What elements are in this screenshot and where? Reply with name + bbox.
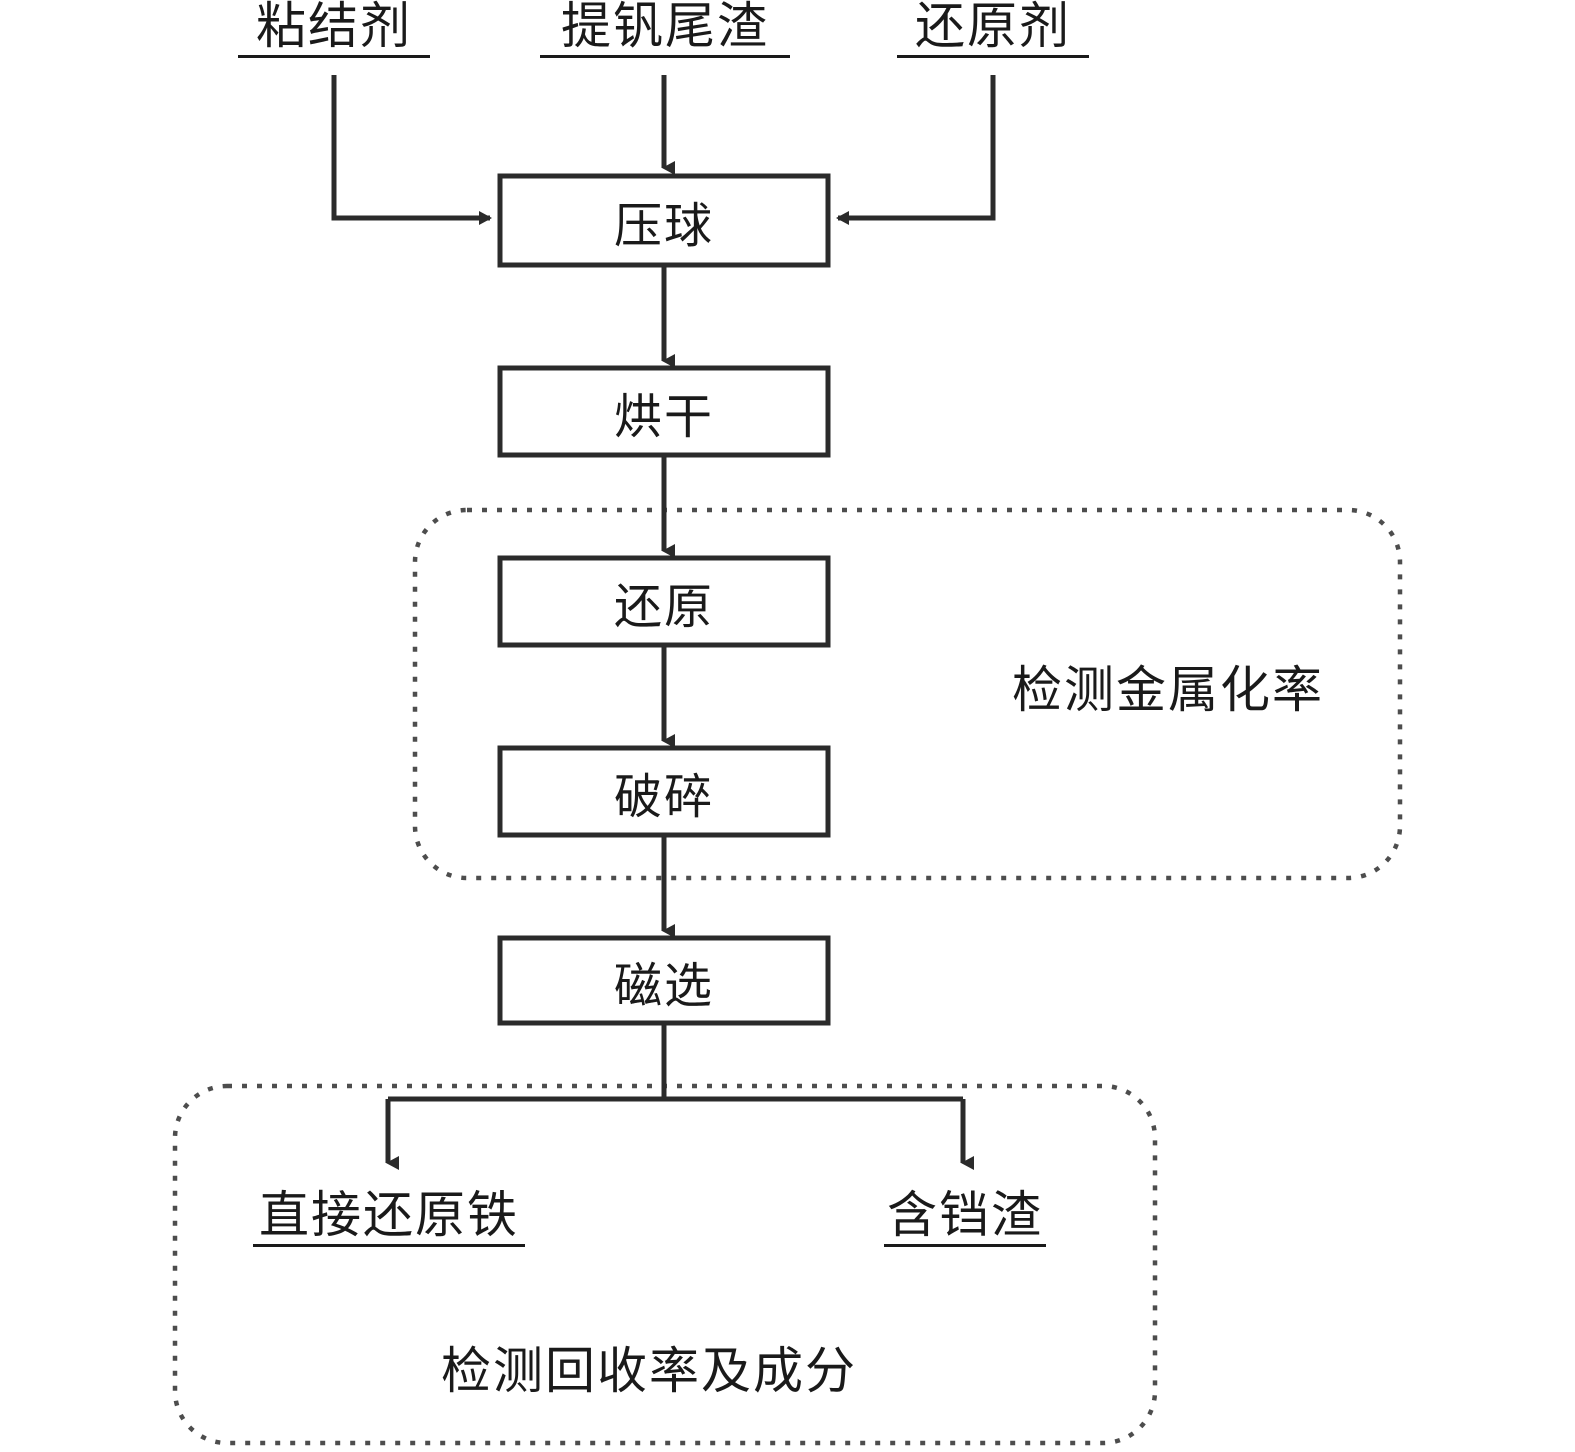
connector-reductant-to-briquetting <box>836 75 996 225</box>
output-label-direct-reduced-iron: 直接还原铁 <box>253 1189 525 1247</box>
box-reduction[interactable] <box>497 555 831 648</box>
box-drying[interactable] <box>497 365 831 458</box>
annotation-recovery-composition: 检测回收率及成分 <box>441 1342 857 1400</box>
output-label-titanium-slag: 含铛渣 <box>884 1189 1046 1247</box>
connector-binder-to-briquetting <box>331 75 492 225</box>
dotted-region-metallization <box>412 507 1403 881</box>
box-briquetting[interactable] <box>497 173 831 268</box>
box-magnetic-separation[interactable] <box>497 935 831 1026</box>
input-label-reducing-agent: 还原剂 <box>897 0 1089 58</box>
input-label-vanadium-tailings: 提钒尾渣 <box>540 0 790 58</box>
input-label-binder: 粘结剂 <box>238 0 430 58</box>
annotation-metallization-rate: 检测金属化率 <box>1012 661 1324 719</box>
box-crushing[interactable] <box>497 745 831 838</box>
